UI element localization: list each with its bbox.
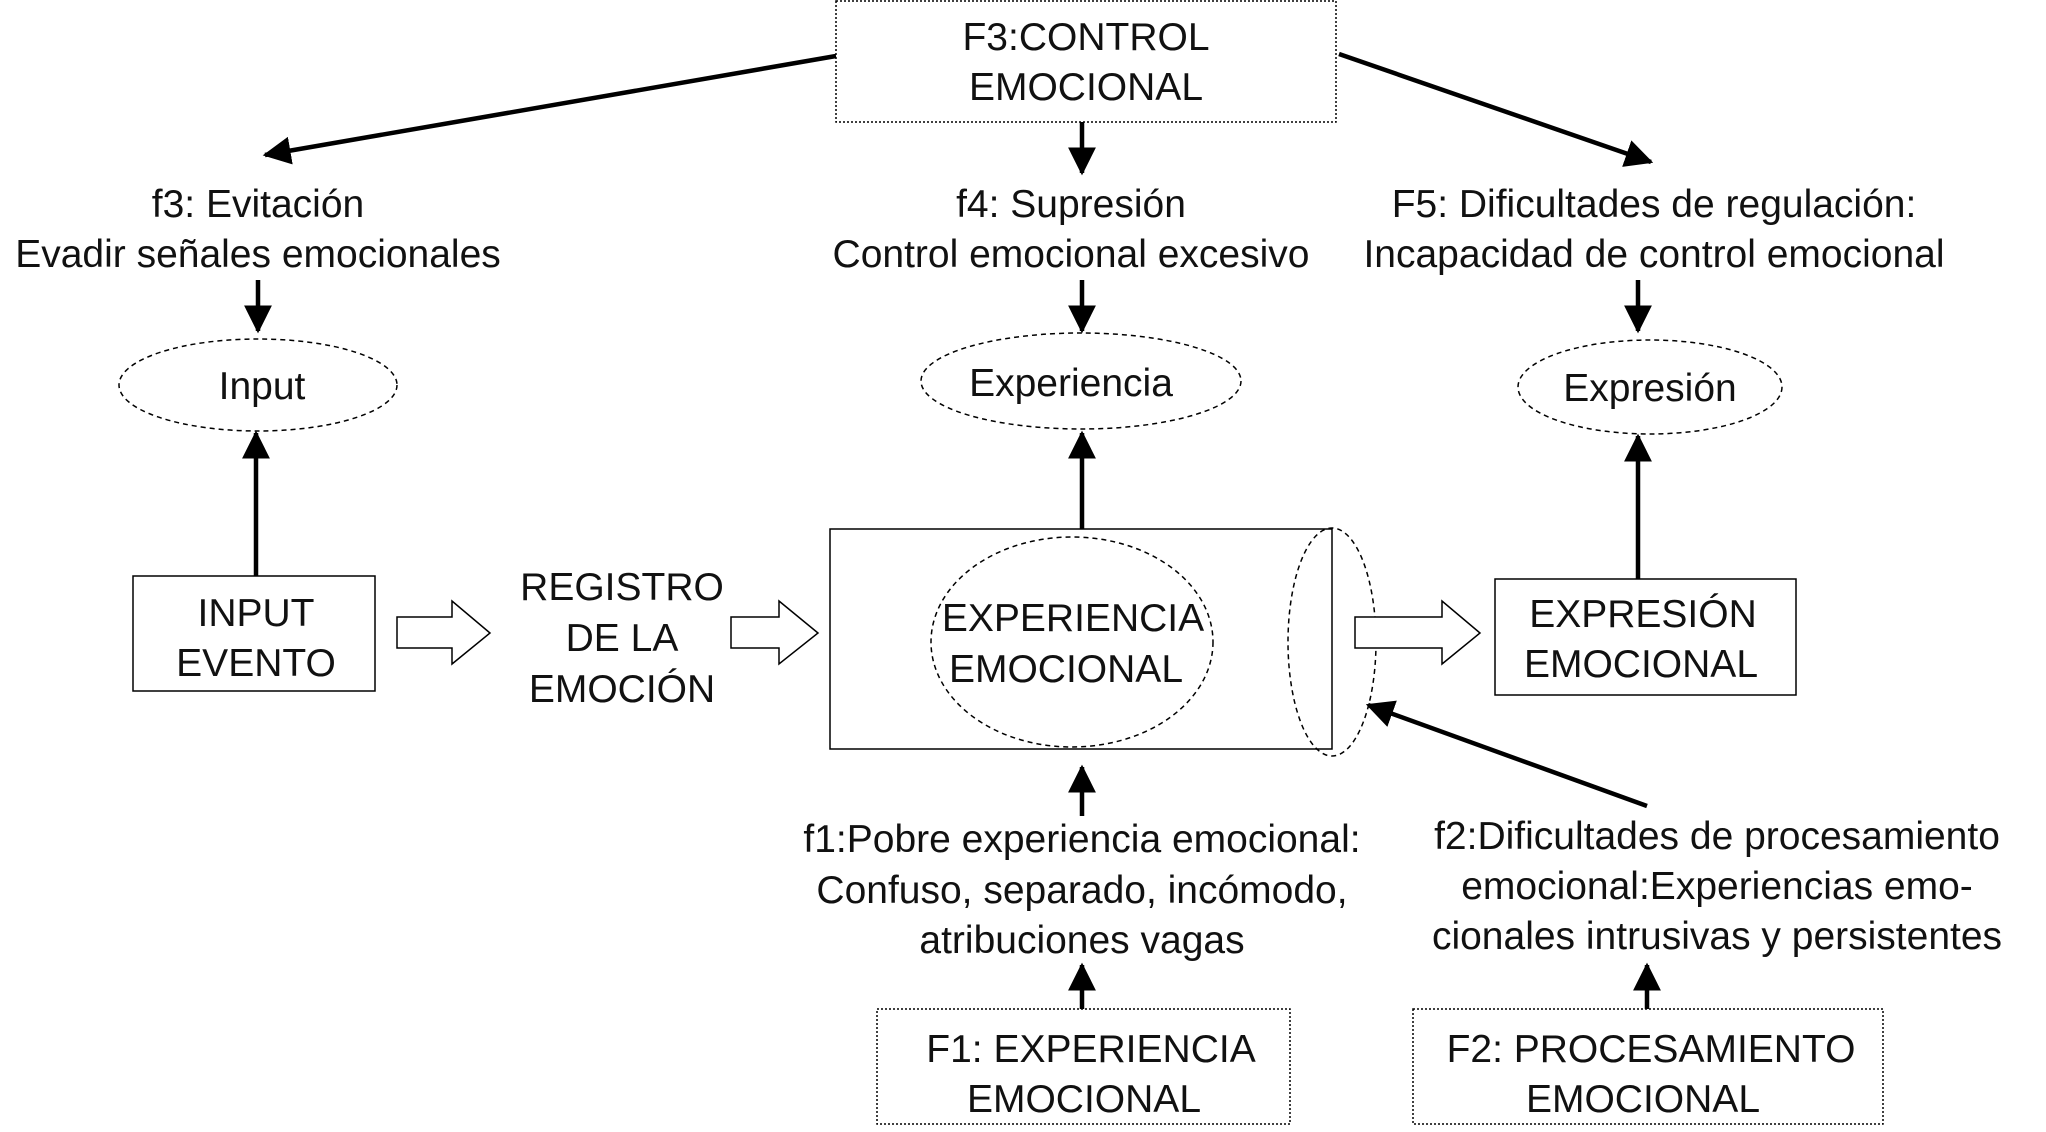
f4-supresion-line1: f4: Supresión (956, 183, 1186, 226)
ellipse-experiencia: Experiencia (920, 332, 1242, 430)
f1-pobre-line2: Confuso, separado, incómodo, (816, 869, 1347, 912)
f2-procesamiento-emocional-box: F2: PROCESAMIENTO EMOCIONAL (1412, 1008, 1884, 1125)
arrow-f2-dificultades-to-processing (1365, 700, 1648, 809)
f5-dificultades-line1: F5: Dificultades de regulación: (1392, 183, 1917, 226)
f3-evitacion-line1: f3: Evitación (152, 183, 364, 226)
f4-supresion-line2: Control emocional excesivo (833, 233, 1310, 276)
hollow-arrow-1 (396, 599, 492, 666)
expresion-emocional-line1: EXPRESIÓN (1529, 593, 1757, 636)
experiencia-emocional-line2: EMOCIONAL (949, 648, 1183, 691)
f2-dificultades-line2: emocional:Experiencias emo- (1461, 865, 1973, 908)
f3-evitacion-line2: Evadir señales emocionales (15, 233, 501, 276)
ellipse-expresion: Expresión (1517, 339, 1783, 435)
label-f5-dificultades: F5: Dificultades de regulación: Incapaci… (1363, 183, 1944, 276)
f1-pobre-line1: f1:Pobre experiencia emocional: (803, 818, 1360, 861)
f1-box-line2: EMOCIONAL (967, 1078, 1201, 1121)
arrow-f3-to-evitacion (262, 53, 837, 165)
registro-line3: EMOCIÓN (529, 668, 715, 711)
f1-experiencia-emocional-box: F1: EXPERIENCIA EMOCIONAL (876, 1008, 1291, 1125)
input-evento-line2: EVENTO (176, 642, 336, 685)
f1-pobre-line3: atribuciones vagas (919, 919, 1244, 962)
registro-line1: REGISTRO (520, 566, 724, 609)
input-evento-box: INPUT EVENTO (132, 575, 376, 692)
experiencia-emocional-line1: EXPERIENCIA (942, 597, 1204, 640)
f2-box-line1: F2: PROCESAMIENTO (1447, 1028, 1856, 1071)
f2-dificultades-line3: cionales intrusivas y persistentes (1432, 915, 2002, 958)
ellipse-input: Input (118, 338, 398, 432)
f3-control-emocional-box: F3:CONTROL EMOCIONAL (835, 0, 1337, 123)
label-f4-supresion: f4: Supresión Control emocional excesivo (833, 183, 1310, 276)
label-registro-emocion: REGISTRO DE LA EMOCIÓN (520, 566, 724, 711)
ellipse-input-label: Input (219, 365, 306, 408)
ellipse-experiencia-label: Experiencia (969, 362, 1173, 405)
f3-control-line2: EMOCIONAL (969, 66, 1203, 109)
expresion-emocional-line2: EMOCIONAL (1524, 643, 1758, 686)
f2-box-line2: EMOCIONAL (1526, 1078, 1760, 1121)
ellipse-expresion-label: Expresión (1563, 367, 1736, 410)
arrow-f3-to-dificultades (1338, 51, 1654, 167)
f5-dificultades-line2: Incapacidad de control emocional (1363, 233, 1944, 276)
input-evento-line1: INPUT (198, 592, 315, 635)
f2-dificultades-line1: f2:Dificultades de procesamiento (1434, 815, 2000, 858)
expresion-emocional-box: EXPRESIÓN EMOCIONAL (1494, 578, 1797, 696)
experiencia-emocional-box: EXPERIENCIA EMOCIONAL (829, 528, 1333, 750)
hollow-arrow-2 (730, 599, 820, 666)
f3-control-line1: F3:CONTROL (962, 16, 1209, 59)
registro-line2: DE LA (566, 617, 679, 660)
f1-box-line1: F1: EXPERIENCIA (926, 1028, 1255, 1071)
label-f3-evitacion: f3: Evitación Evadir señales emocionales (15, 183, 501, 276)
hollow-arrow-3 (1354, 599, 1482, 666)
label-f1-pobre-experiencia: f1:Pobre experiencia emocional: Confuso,… (803, 818, 1360, 962)
label-f2-dificultades-procesamiento: f2:Dificultades de procesamiento emocion… (1432, 815, 2002, 958)
